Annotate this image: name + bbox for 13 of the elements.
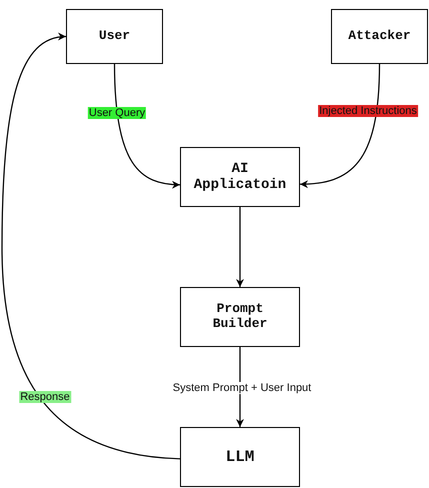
process-box: Attacker [331, 9, 428, 64]
edge-label: User Query [88, 107, 146, 119]
arrow [236, 207, 244, 287]
process-box: Prompt Builder [180, 287, 300, 347]
arrow [114, 64, 180, 188]
arrow [300, 64, 380, 188]
process-box: AI Applicatoin [180, 147, 300, 207]
process-box: User [66, 9, 163, 64]
edge-label: Injected Instructions [318, 105, 418, 117]
arrow [1, 34, 180, 460]
process-box: LLM [180, 427, 300, 487]
edge-label: System Prompt + User Input [172, 382, 312, 394]
edge-label: Response [19, 391, 71, 403]
